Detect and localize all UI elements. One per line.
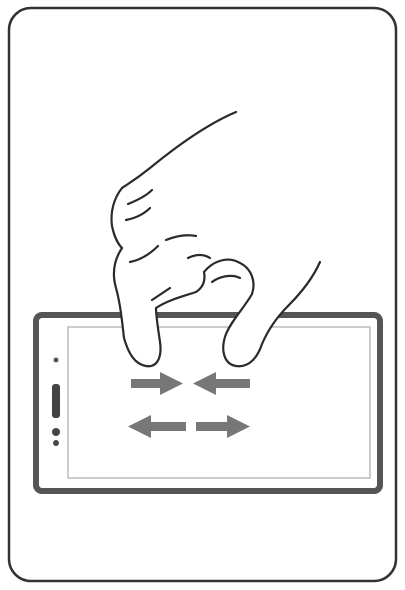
flash-icon: [53, 440, 59, 446]
phone-screen: [68, 327, 370, 478]
earpiece-icon: [52, 384, 60, 418]
proximity-sensor-icon: [54, 358, 59, 363]
card-border: [9, 8, 396, 581]
phone-landscape-icon: [36, 315, 380, 491]
camera-icon: [52, 428, 60, 436]
